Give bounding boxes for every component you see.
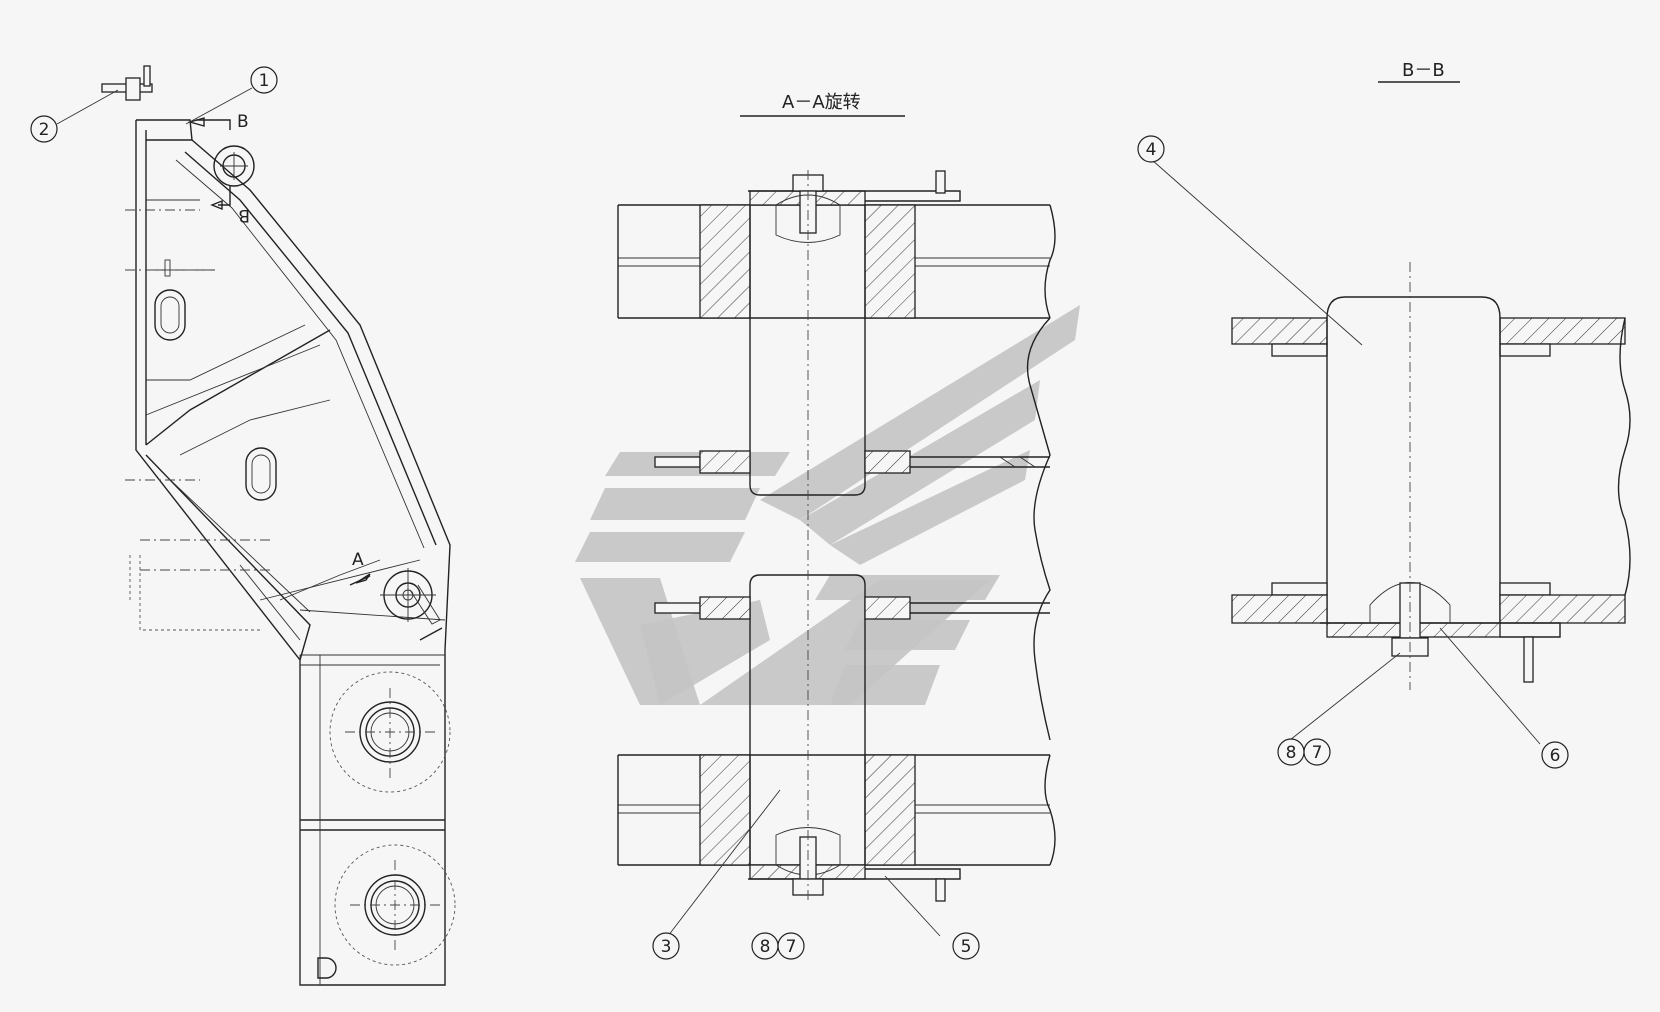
callout-1-label: 1	[259, 71, 270, 91]
section-a-a-title: A－A旋转	[782, 92, 861, 113]
callout-leaders	[56, 87, 1541, 937]
callout-6: 6	[1541, 741, 1569, 769]
callout-2-label: 2	[39, 120, 50, 140]
side-view	[101, 65, 456, 986]
callout-4: 4	[1137, 135, 1165, 163]
section-mark-b-label: B	[237, 112, 249, 132]
section-b-b-view	[1231, 81, 1631, 690]
callout-7-label-mid: 7	[786, 937, 797, 957]
section-mark-a-label: A	[352, 550, 364, 570]
callout-8-7-mid: 8 7	[751, 932, 805, 960]
callout-1: 1	[250, 66, 278, 94]
callout-3-label: 3	[661, 937, 672, 957]
section-mark-b-label-flipped: B	[238, 205, 250, 225]
callout-3: 3	[652, 932, 680, 960]
callout-8-label-right: 8	[1286, 743, 1297, 763]
section-b-b-title: B－B	[1402, 60, 1445, 81]
callout-8-7-right: 8 7	[1277, 738, 1331, 766]
callout-4-label: 4	[1146, 140, 1157, 160]
callout-5: 5	[952, 932, 980, 960]
section-a-a-view	[617, 115, 1056, 902]
callout-8-label-mid: 8	[760, 937, 771, 957]
callout-2: 2	[30, 115, 58, 143]
watermark-logo	[575, 305, 1080, 705]
callout-7-label-right: 7	[1312, 743, 1323, 763]
callout-6-label: 6	[1550, 746, 1561, 766]
callout-5-label: 5	[961, 937, 972, 957]
